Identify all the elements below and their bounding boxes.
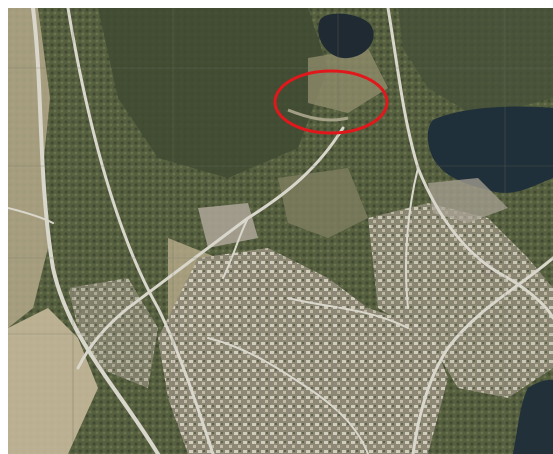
forest-track [287,108,349,122]
clearing-area [278,168,368,238]
residential-area-center [158,248,448,454]
lake-southeast [513,379,553,454]
lake-east [427,106,553,193]
field-area-southwest [8,308,98,454]
residential-area-west [68,278,158,388]
dark-forest-area [98,8,328,178]
dark-forest-area-east [398,8,553,118]
highlight-ellipse [273,69,389,135]
road-network [8,8,553,454]
lake-north [318,13,374,59]
built-area-north [198,203,258,248]
aerial-map[interactable] [8,8,553,454]
built-area-east [428,178,508,223]
map-grid [8,8,553,454]
field-area-north [308,48,388,113]
residential-area-east [368,203,553,398]
